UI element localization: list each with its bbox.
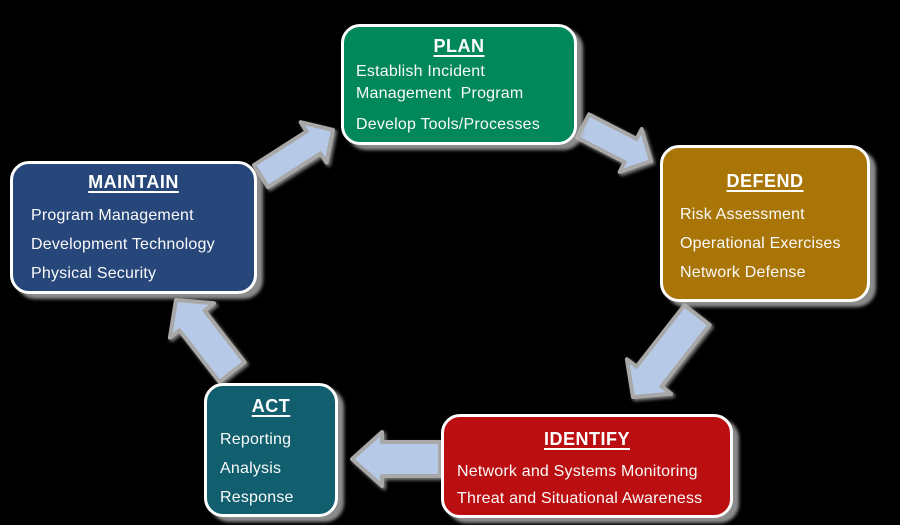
box-maintain-item: Physical Security [31, 265, 157, 282]
box-defend: DEFEND Risk Assessment Operational Exerc… [660, 145, 870, 302]
box-act: ACT Reporting Analysis Response [204, 383, 338, 517]
arrow-identify-to-act [350, 430, 442, 488]
box-plan-item: Establish Incident [356, 63, 486, 80]
box-identify-item: Threat and Situational Awareness [457, 490, 703, 507]
box-maintain-item: Program Management [31, 207, 194, 224]
box-defend-item: Operational Exercises [680, 235, 841, 252]
arrow-maintain-to-plan [252, 120, 335, 189]
box-act-title: ACT [251, 396, 291, 416]
arrow-act-to-maintain [167, 298, 247, 384]
box-identify: IDENTIFY Network and Systems Monitoring … [441, 414, 733, 518]
box-defend-item: Risk Assessment [680, 206, 805, 223]
box-maintain-item: Development Technology [31, 236, 215, 253]
box-act-item: Response [220, 489, 294, 506]
box-identify-item: Network and Systems Monitoring [457, 463, 698, 480]
box-defend-title: DEFEND [726, 171, 804, 191]
box-plan: PLAN Establish Incident Management Progr… [341, 24, 577, 145]
box-plan-item: Develop Tools/Processes [356, 116, 540, 133]
box-maintain: MAINTAIN Program Management Development … [10, 161, 257, 294]
box-identify-title: IDENTIFY [543, 429, 630, 449]
box-plan-title: PLAN [433, 36, 485, 56]
arrow-plan-to-defend [575, 112, 653, 174]
box-act-item: Analysis [220, 460, 282, 477]
arrow-defend-to-identify [624, 303, 712, 399]
box-plan-item: Management Program [356, 85, 524, 102]
box-maintain-title: MAINTAIN [88, 172, 179, 192]
box-act-item: Reporting [220, 431, 292, 448]
box-defend-item: Network Defense [680, 264, 806, 281]
